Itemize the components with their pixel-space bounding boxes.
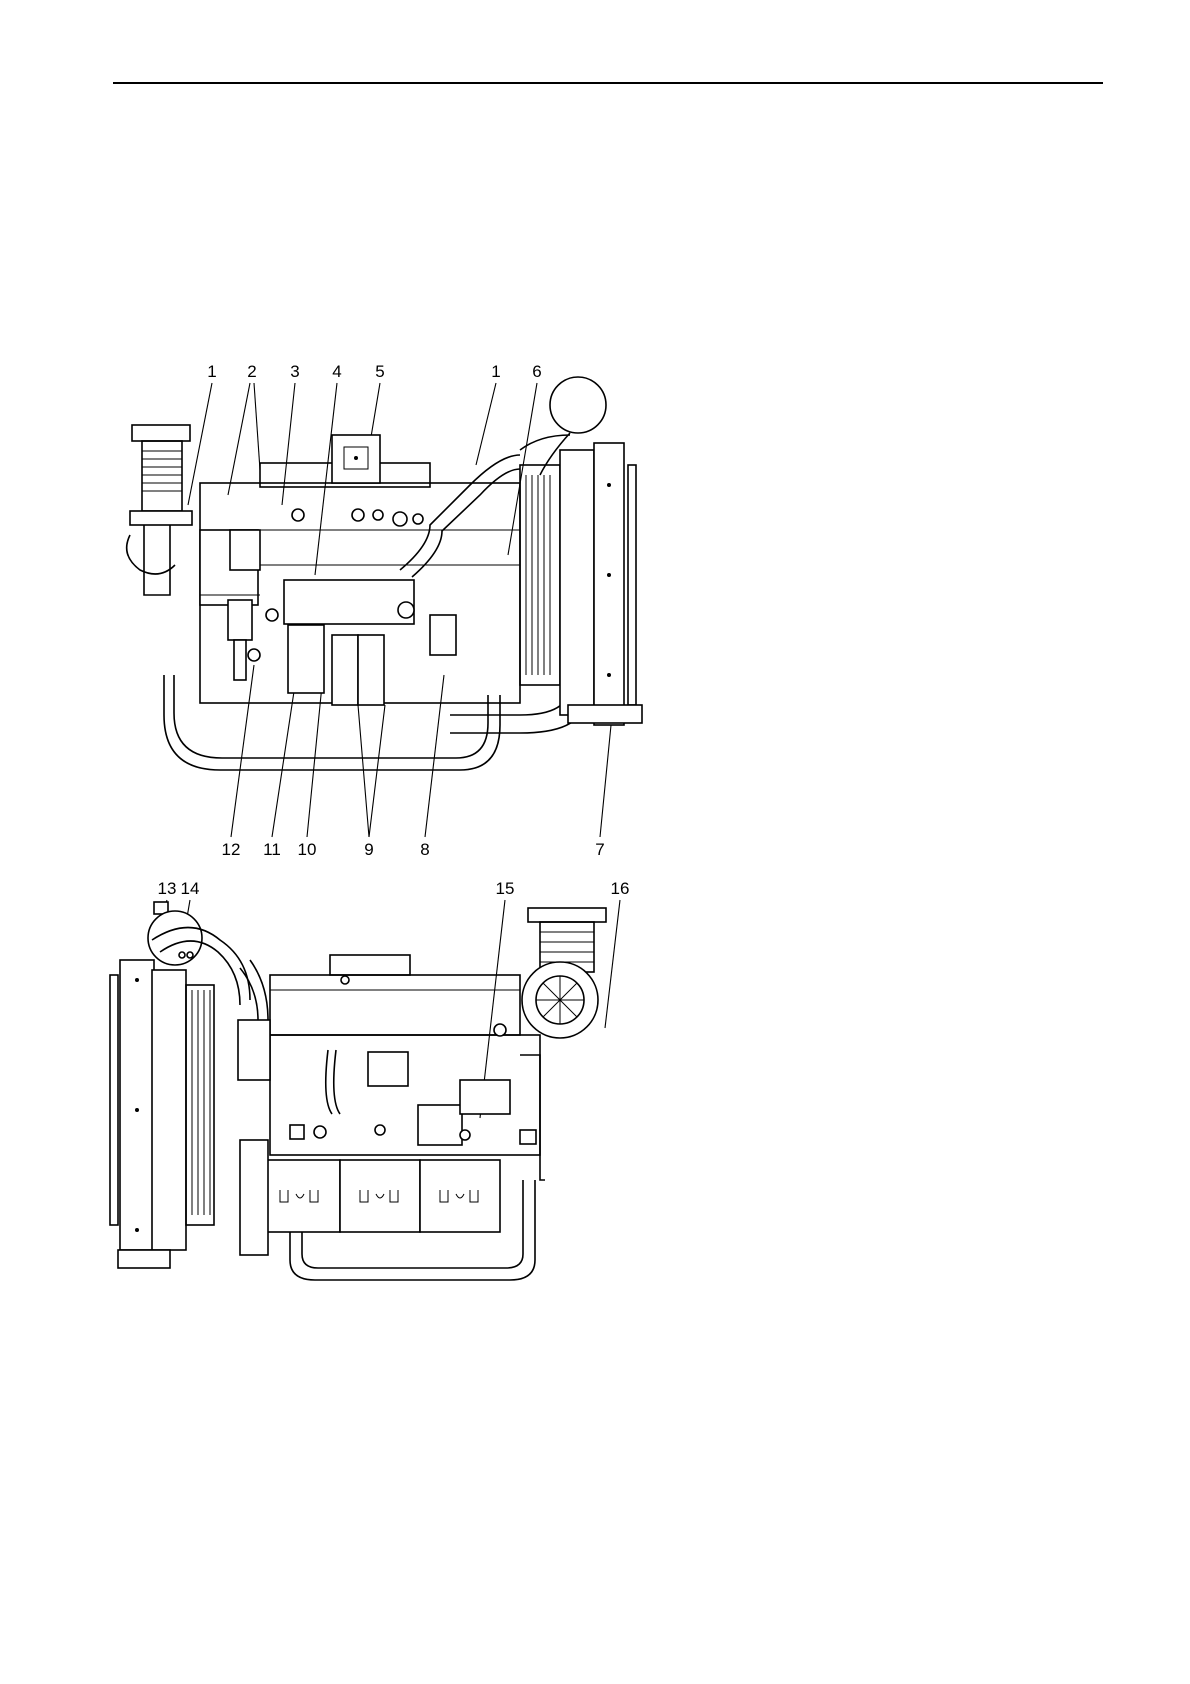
callout-4: 4: [332, 362, 341, 381]
engine-block-bottom-view: [238, 955, 540, 1280]
callout-15: 15: [496, 880, 515, 898]
engine-block: [200, 435, 520, 705]
callout-16: 16: [611, 880, 630, 898]
callout-9: 9: [364, 840, 373, 859]
engine-right-side-drawing: 13 14 15 16: [100, 880, 660, 1360]
callout-8: 8: [420, 840, 429, 859]
expansion-tank: [148, 902, 202, 965]
callout-3: 3: [290, 362, 299, 381]
radiator-bottom-view: [110, 928, 250, 1269]
engine-right-side-figure: 13 14 15 16: [100, 880, 660, 1360]
callout-11: 11: [263, 840, 281, 859]
callout-2: 2: [247, 362, 256, 381]
callout-12: 12: [222, 840, 241, 859]
callout-10: 10: [298, 840, 317, 859]
callout-14: 14: [181, 880, 200, 898]
callout-7: 7: [595, 840, 604, 859]
radiator: [520, 377, 642, 725]
callout-1a: 1: [207, 362, 216, 381]
callout-13: 13: [158, 880, 177, 898]
callout-1b: 1: [491, 362, 500, 381]
callout-5: 5: [375, 362, 384, 381]
engine-left-side-figure: 1 2 3 4 5 1 6 12 11 10 9 8 7: [100, 355, 660, 865]
callout-6: 6: [532, 362, 541, 381]
header-rule: [113, 82, 1103, 84]
engine-left-side-drawing: 1 2 3 4 5 1 6 12 11 10 9 8 7: [100, 355, 660, 865]
air-intake-stack: [127, 425, 192, 595]
air-filter-turbo: [460, 908, 606, 1180]
